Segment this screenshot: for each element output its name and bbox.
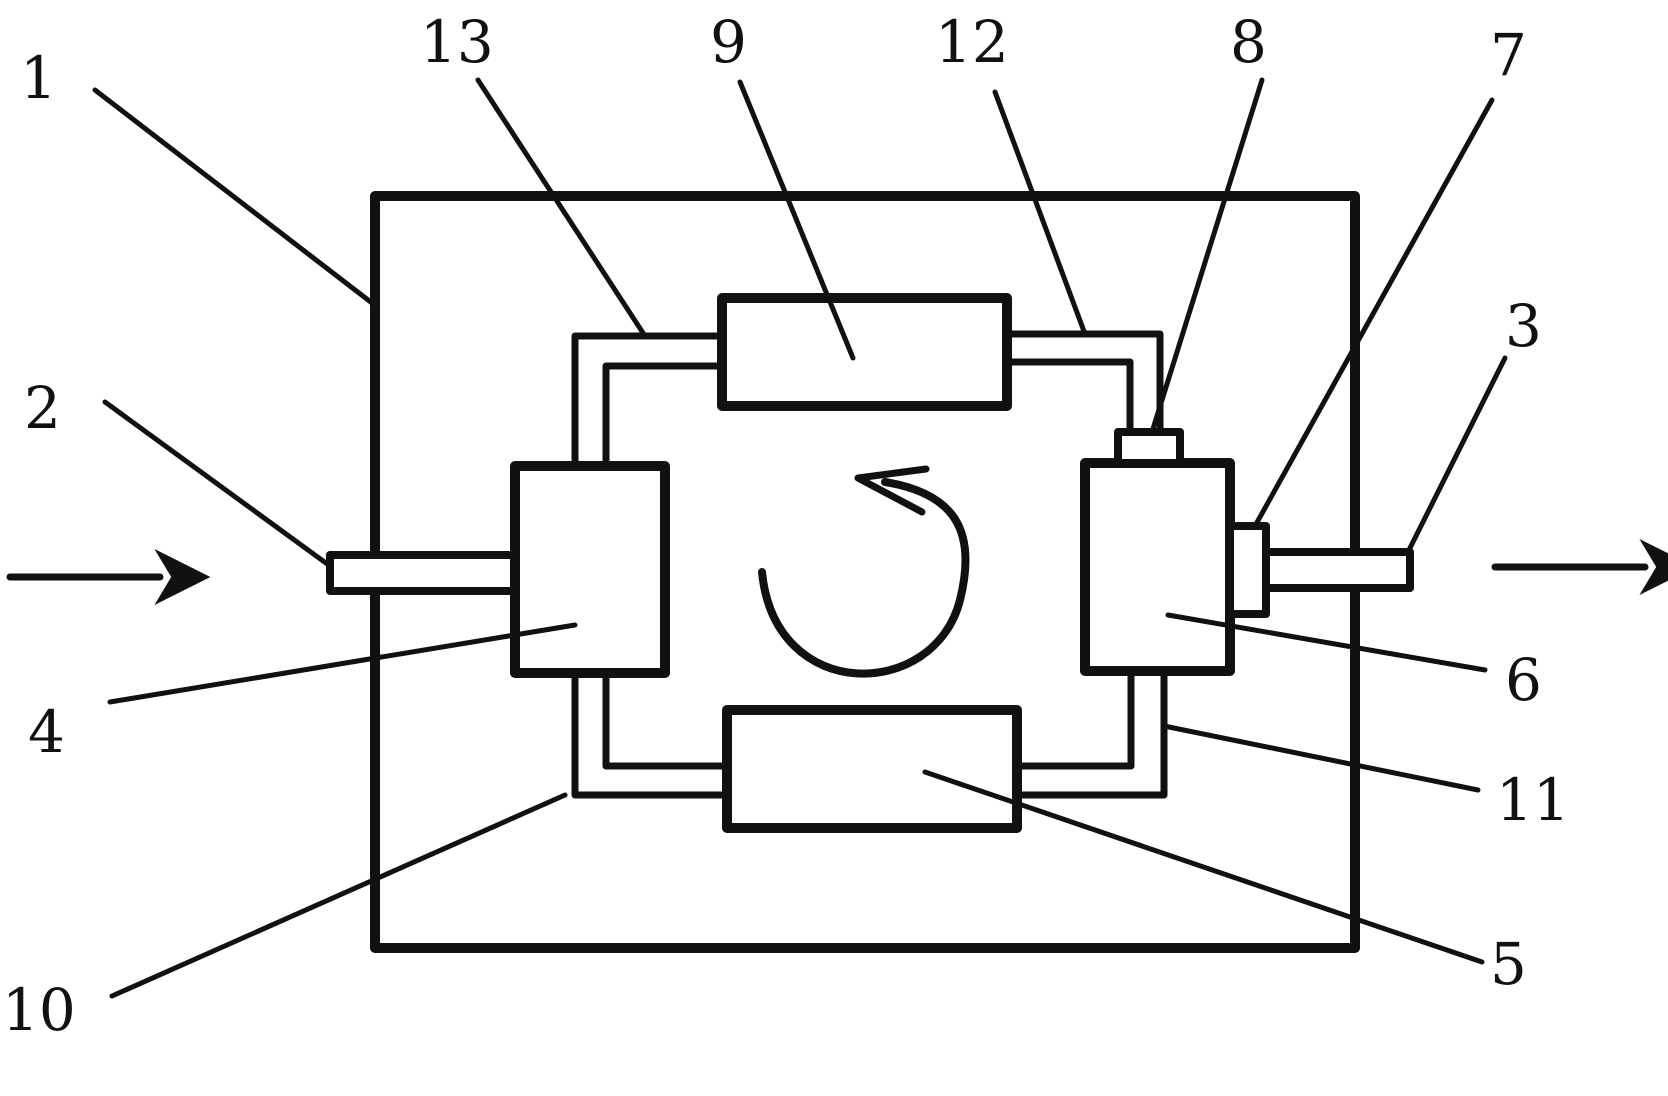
label-11: 11: [1496, 766, 1570, 834]
leader-13: [475, 77, 648, 339]
lower-left-tube-inner: [602, 668, 731, 770]
leader-5: [922, 769, 1485, 965]
label-8: 8: [1230, 8, 1267, 76]
label-9: 9: [710, 8, 747, 76]
circulation-arrow: [758, 478, 970, 678]
upper-left-tube-outer: [571, 332, 726, 470]
label-3: 3: [1505, 292, 1542, 360]
component-5: [722, 705, 1022, 833]
lower-left-tube-outer: [571, 668, 731, 799]
inlet-pipe: [326, 551, 519, 595]
upper-left-tube-inner: [602, 362, 726, 470]
component-8-fitting: [1114, 428, 1184, 467]
label-1: 1: [20, 44, 57, 112]
label-5: 5: [1490, 930, 1527, 998]
upper-right-tube-inner: [1001, 358, 1134, 442]
leader-3: [1405, 355, 1508, 555]
leader-6: [1165, 612, 1488, 673]
lower-right-tube-outer: [1011, 668, 1168, 799]
component-6: [1080, 458, 1235, 676]
leader-11: [1161, 723, 1481, 793]
component-7-fitting: [1226, 522, 1270, 618]
label-2: 2: [24, 374, 61, 442]
leader-1: [92, 87, 375, 306]
leader-7: [1252, 97, 1495, 529]
component-9: [717, 293, 1012, 411]
label-10: 10: [2, 976, 76, 1044]
leader-12: [992, 89, 1088, 337]
label-7: 7: [1490, 21, 1527, 89]
label-13: 13: [420, 8, 494, 76]
upper-right-tube-outer: [1001, 330, 1164, 442]
leader-9: [737, 79, 856, 361]
label-4: 4: [28, 698, 65, 766]
lower-right-tube-inner: [1011, 668, 1135, 770]
circulation-arrowhead: [854, 465, 930, 516]
label-12: 12: [935, 8, 1009, 76]
label-6: 6: [1505, 646, 1542, 714]
leader-8: [1149, 77, 1265, 435]
leader-2: [102, 399, 333, 569]
component-4: [510, 461, 670, 678]
leader-4: [107, 622, 578, 705]
leader-10: [109, 792, 568, 999]
outlet-pipe: [1256, 548, 1414, 592]
